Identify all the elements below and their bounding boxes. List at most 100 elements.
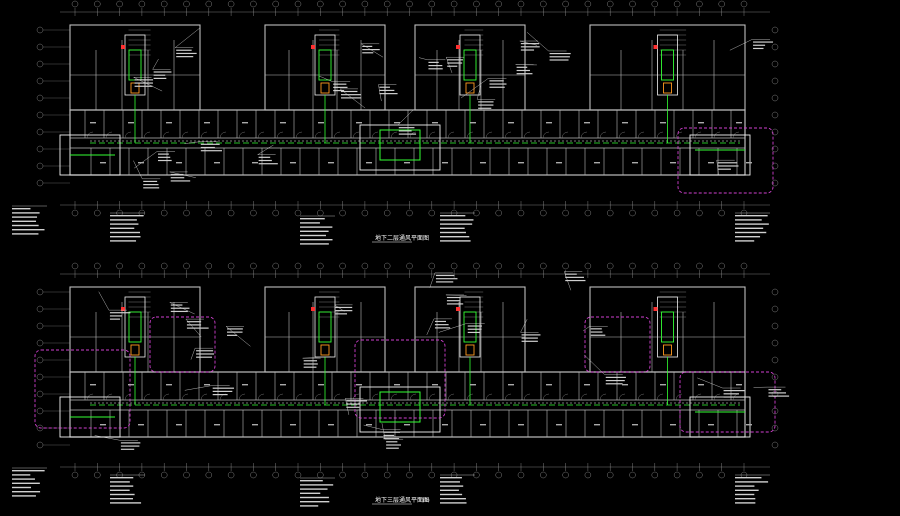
axis-bubble-bottom xyxy=(562,471,569,479)
annotation-text-line xyxy=(478,104,494,106)
annotation-text-line xyxy=(176,49,192,51)
axis-bubble-bottom xyxy=(250,209,257,217)
leader-line xyxy=(175,27,200,48)
legend-text-line xyxy=(735,236,761,238)
legend-text-line xyxy=(110,489,130,491)
annotation-text-line xyxy=(333,89,345,92)
room-label xyxy=(328,162,334,164)
leader-line xyxy=(133,160,143,179)
leader-line xyxy=(319,75,333,82)
axis-bubble-right xyxy=(771,322,779,330)
fan-unit xyxy=(320,82,330,94)
fire-damper xyxy=(456,45,460,49)
room-label xyxy=(670,424,676,426)
room-label xyxy=(242,122,248,124)
door-swing xyxy=(694,131,702,139)
annotation-text-line xyxy=(170,310,188,313)
room-label xyxy=(442,424,448,426)
axis-bubble-bottom xyxy=(673,209,681,217)
annotation-text-line xyxy=(383,438,400,440)
annotation-text-line xyxy=(467,331,480,334)
axis-bubble-bottom xyxy=(718,209,725,217)
door-swing xyxy=(523,393,531,401)
room-label xyxy=(698,384,704,386)
leader-line xyxy=(697,377,723,389)
room-label xyxy=(166,122,172,124)
legend-text-line xyxy=(735,493,755,496)
room-label xyxy=(584,384,590,386)
axis-bubble-top xyxy=(740,262,748,270)
axis-bubble-right xyxy=(771,162,779,170)
axis-bubble-bottom xyxy=(428,209,435,217)
legend-text-line xyxy=(735,231,767,234)
annotation-text-line xyxy=(446,300,460,302)
fire-zone-boundary xyxy=(354,339,446,419)
annotation-text-line xyxy=(605,379,625,382)
annotation-text-line xyxy=(489,83,507,85)
fan-unit xyxy=(465,344,475,356)
annotation-text-line xyxy=(158,159,172,162)
annotation-text-line xyxy=(362,52,374,54)
axis-bubble-top xyxy=(517,0,525,8)
annotation-text-line xyxy=(435,274,455,277)
annotation-text-line xyxy=(212,393,228,396)
leader-line xyxy=(257,144,274,155)
legend-text-line xyxy=(300,230,329,232)
room-label xyxy=(394,122,400,124)
upper-annotation-leaders xyxy=(12,27,774,245)
room-label xyxy=(366,424,372,426)
room-label xyxy=(328,424,334,426)
annotation-text-line xyxy=(212,390,233,392)
door-swing xyxy=(580,393,588,401)
axis-bubble-bottom xyxy=(361,471,369,479)
axis-bubble-top xyxy=(205,262,213,270)
room-label xyxy=(366,162,372,164)
fan-unit xyxy=(320,344,330,356)
door-swing xyxy=(713,131,721,139)
legend-text-line xyxy=(110,215,144,217)
annotation-text-line xyxy=(362,48,380,51)
annotation-text-line xyxy=(134,85,153,87)
axis-bubble-top xyxy=(205,0,213,8)
fan-unit xyxy=(663,344,672,356)
axis-bubble-top xyxy=(406,0,413,8)
annotation-text-line xyxy=(196,356,212,358)
axis-bubble-top xyxy=(450,0,458,8)
leader-line xyxy=(429,272,436,288)
door-swing xyxy=(390,131,398,139)
annotation-text-line xyxy=(303,363,318,365)
annotation-text-line xyxy=(447,65,458,67)
room-label xyxy=(518,162,524,164)
lower-plan-title: 地下三层通风平面图 xyxy=(375,496,429,504)
axis-bubble-bottom xyxy=(384,209,391,217)
lower-axis-grid xyxy=(36,262,779,479)
door-swing xyxy=(295,393,303,401)
lower-walls xyxy=(69,286,746,438)
annotation-text-line xyxy=(590,331,603,333)
leader-line xyxy=(583,326,590,332)
axis-bubble-top xyxy=(384,0,391,8)
lower-plan-scale: 1:100 xyxy=(418,498,430,503)
riser-duct xyxy=(128,311,142,343)
annotation-text-line xyxy=(768,395,790,397)
annotation-text-line xyxy=(200,143,220,145)
room-label xyxy=(214,162,220,164)
axis-bubble-right xyxy=(771,305,779,313)
axis-bubble-right xyxy=(771,424,779,432)
axis-bubble-bottom xyxy=(384,471,391,479)
upper-floor-plan: 地下二层通风平面图 xyxy=(12,0,779,245)
axis-bubble-top xyxy=(718,0,725,8)
axis-bubble-bottom xyxy=(651,209,658,217)
leader-line xyxy=(378,84,382,102)
axis-bubble-right xyxy=(771,26,779,34)
leader-line xyxy=(363,424,383,430)
room-label xyxy=(556,162,562,164)
axis-bubble-top xyxy=(272,262,279,270)
door-swing xyxy=(333,393,341,401)
door-swing xyxy=(238,131,246,139)
room-label xyxy=(746,424,752,426)
door-swing xyxy=(656,131,664,139)
room-label xyxy=(128,384,134,386)
annotation-text-line xyxy=(379,93,398,95)
room-label xyxy=(632,424,638,426)
